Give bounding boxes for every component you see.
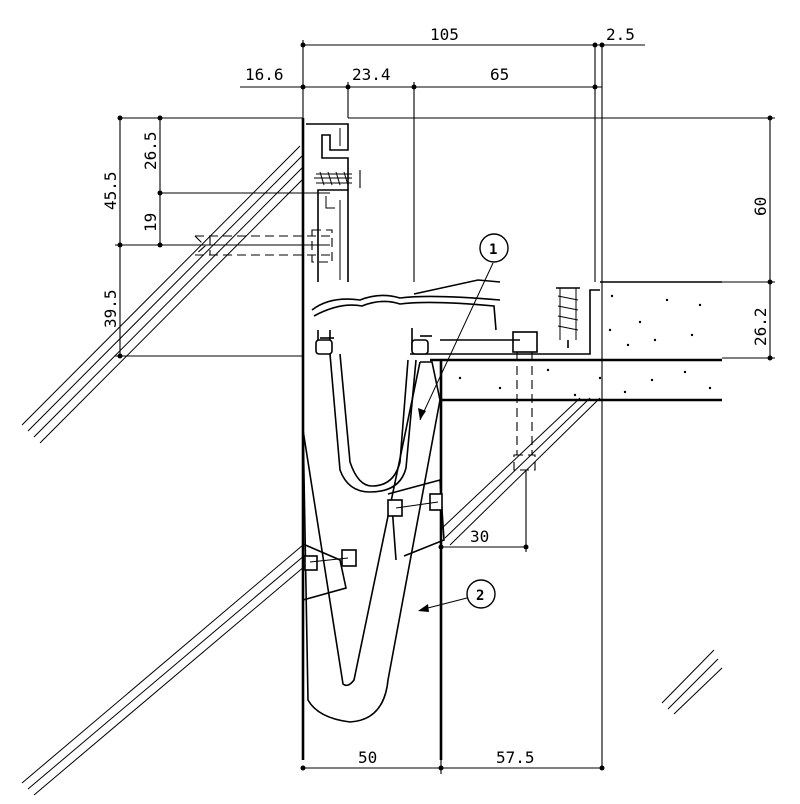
bracket-plate-upper (387, 478, 445, 561)
dim-top-gap: 2.5 (606, 25, 635, 44)
dim-inner-offset: 30 (470, 527, 489, 546)
transom-profile (311, 279, 600, 355)
screw-upper (314, 170, 361, 188)
dim-bottom-left: 50 (358, 748, 377, 767)
glass-pane-upper-left (21, 145, 305, 444)
dim-left-inner-upper: 26.5 (141, 131, 160, 170)
fixing-bolt-mid (512, 331, 538, 471)
dim-left-outer-upper: 45.5 (101, 171, 120, 210)
glass-pane-right (439, 397, 601, 546)
anchor-bolt-left (194, 229, 335, 263)
bracket-outer-hook (302, 361, 441, 723)
dimension-bottom (300, 760, 605, 774)
dimension-top (240, 40, 645, 282)
dim-bottom-right: 57.5 (496, 748, 535, 767)
glass-pane-lower-left (21, 544, 306, 796)
dim-top-overall: 105 (430, 25, 459, 44)
callout-1-label: 1 (489, 242, 497, 258)
dim-left-outer-lower: 39.5 (101, 289, 120, 328)
concrete-slab-lower (441, 368, 722, 402)
callout-2-label: 2 (476, 588, 484, 604)
dim-top-mid: 23.4 (352, 65, 391, 84)
dimension-right (348, 115, 775, 361)
dim-top-right: 65 (490, 65, 509, 84)
dim-top-left: 16.6 (245, 65, 284, 84)
callout-2: 2 (418, 579, 496, 612)
dim-right-lower: 26.2 (751, 307, 770, 346)
dimension-left (115, 115, 330, 359)
frame-profile-upper (306, 123, 349, 282)
dim-right-upper: 60 (751, 197, 770, 216)
callout-1: 1 (418, 233, 509, 421)
screw-right (556, 287, 580, 348)
dimension-inner-offset (438, 470, 529, 552)
bracket-inner-loop (329, 353, 417, 493)
dim-left-inner-lower: 19 (141, 213, 160, 232)
bracket-plate-lower (302, 543, 357, 601)
break-mark-right (661, 649, 723, 715)
